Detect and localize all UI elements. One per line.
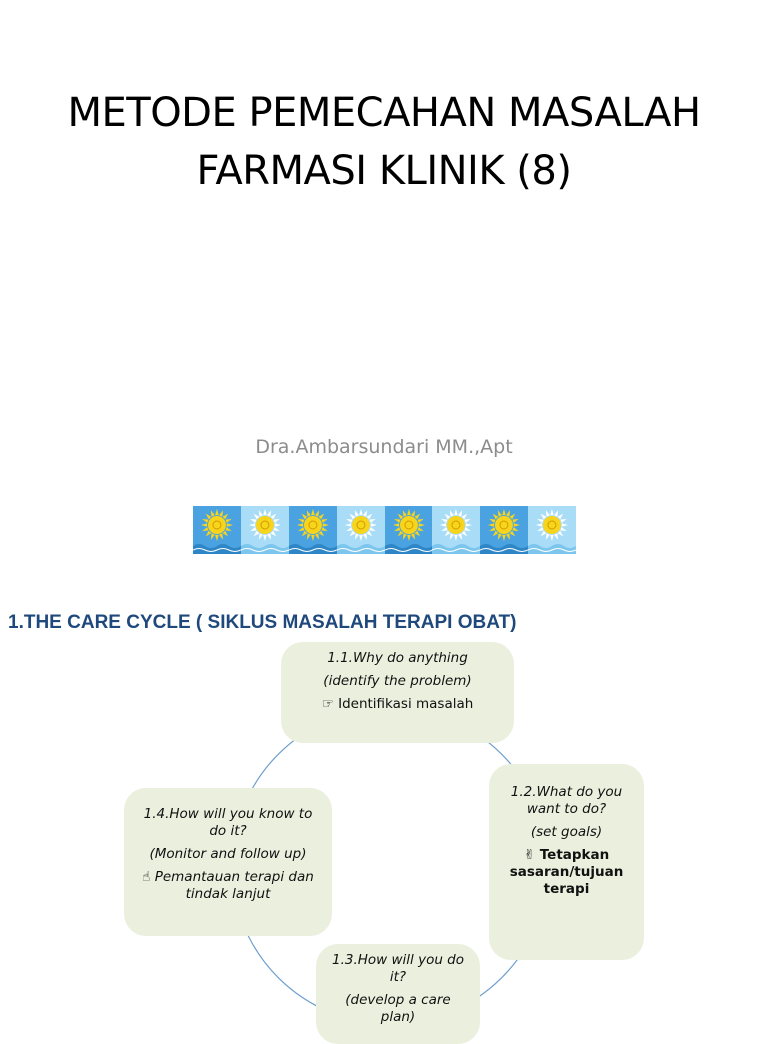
step-develop-plan: 1.3.How will you do it? (develop a care … bbox=[316, 944, 480, 1044]
title-line-1: METODE PEMECAHAN MASALAH bbox=[67, 90, 701, 136]
step-3-question: 1.3.How will you do it? bbox=[331, 952, 464, 985]
step-2-english: (set goals) bbox=[530, 824, 603, 840]
sun-decoration-strip bbox=[193, 506, 576, 554]
title-line-2: FARMASI KLINIK (8) bbox=[196, 148, 572, 194]
author-subtitle: Dra.Ambarsundari MM.,Apt bbox=[255, 436, 513, 458]
sun-tile-icon bbox=[288, 506, 337, 554]
slide-title: METODE PEMECAHAN MASALAH FARMASI KLINIK … bbox=[40, 84, 728, 200]
step-3-english: (develop a care plan) bbox=[345, 992, 451, 1025]
sun-tile-icon bbox=[384, 506, 433, 554]
title-slide: METODE PEMECAHAN MASALAH FARMASI KLINIK … bbox=[40, 84, 728, 554]
step-2-indonesian: Tetapkan sasaran/tujuan terapi bbox=[509, 847, 624, 897]
victory-hand-icon: ✌ bbox=[523, 847, 536, 863]
sun-tile-icon bbox=[432, 506, 481, 554]
step-1-indonesian: Identifikasi masalah bbox=[338, 696, 474, 712]
step-1-question: 1.1.Why do anything bbox=[327, 650, 468, 666]
step-1-english: (identify the problem) bbox=[323, 673, 472, 689]
step-4-question: 1.4.How will you know to do it? bbox=[143, 806, 313, 839]
sun-tile-icon bbox=[193, 506, 241, 554]
sun-tile-icon bbox=[336, 506, 385, 554]
sun-tile-icon bbox=[480, 506, 529, 554]
care-cycle-slide: 1.THE CARE CYCLE ( SIKLUS MASALAH TERAPI… bbox=[0, 576, 768, 1044]
step-4-english: (Monitor and follow up) bbox=[149, 846, 307, 862]
step-identify-problem: 1.1.Why do anything (identify the proble… bbox=[281, 642, 514, 743]
step-monitor: 1.4.How will you know to do it? (Monitor… bbox=[124, 788, 332, 936]
step-set-goals: 1.2.What do you want to do? (set goals) … bbox=[489, 764, 644, 960]
sun-tile-icon bbox=[240, 506, 289, 554]
pointing-hand-icon: ☞ bbox=[321, 696, 334, 712]
thumbs-hand-icon: ☝ bbox=[142, 869, 151, 885]
sun-tile-icon bbox=[528, 506, 576, 554]
care-cycle-heading: 1.THE CARE CYCLE ( SIKLUS MASALAH TERAPI… bbox=[8, 612, 517, 633]
step-2-question: 1.2.What do you want to do? bbox=[510, 784, 623, 817]
step-4-indonesian: Pemantauan terapi dan tindak lanjut bbox=[154, 869, 314, 902]
